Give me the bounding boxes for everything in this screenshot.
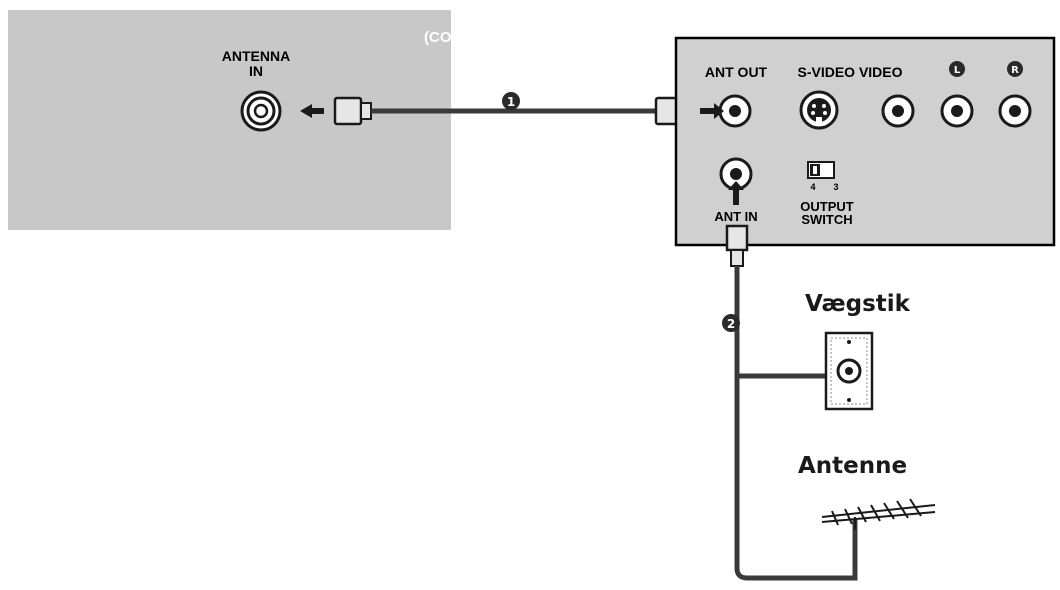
antenna-in-label-line1: ANTENNA <box>222 48 290 64</box>
vcr-panel-background <box>674 36 1056 247</box>
antenna-icon <box>821 498 936 530</box>
switch-channel-right: 3 <box>833 182 838 192</box>
step-2-badge: 2 <box>722 314 740 332</box>
tv-antenna-in-jack <box>240 90 282 132</box>
tv-corner-text: (CO <box>424 29 452 46</box>
wall-socket-jack <box>836 358 862 384</box>
antenna: Antenne <box>798 453 936 530</box>
svideo-jack <box>799 90 839 130</box>
antenna-label: Antenne <box>798 453 907 479</box>
arrow-left-icon <box>300 104 324 118</box>
antenna-cable-line <box>734 266 858 581</box>
coax-plug-tv-end <box>333 96 363 126</box>
cable-2: 2 <box>722 224 858 581</box>
arrow-right-icon <box>700 103 724 119</box>
output-switch-label-line2: SWITCH <box>801 212 852 227</box>
switch-channel-left: 4 <box>810 182 815 192</box>
tv-panel-background <box>8 10 451 230</box>
tv-panel: (CO ANTENNA IN <box>8 10 452 230</box>
wall-socket: Vægstik <box>805 291 911 411</box>
video-jack <box>881 94 915 128</box>
wall-socket-label: Vægstik <box>805 291 911 317</box>
output-switch-icon <box>807 161 835 179</box>
svg-text:R: R <box>1011 65 1019 76</box>
step-1-badge: 1 <box>502 92 520 110</box>
ant-out-jack <box>718 94 752 128</box>
coax-plug-ant-in <box>725 224 749 252</box>
left-audio-badge: L <box>949 61 965 77</box>
svg-text:2: 2 <box>727 317 735 331</box>
audio-right-jack <box>998 94 1032 128</box>
antenna-in-label-line2: IN <box>249 63 263 79</box>
svg-text:L: L <box>954 65 961 76</box>
arrow-up-icon <box>728 181 744 205</box>
ant-out-label: ANT OUT <box>705 64 768 80</box>
svideo-video-label: S-VIDEO VIDEO <box>797 64 902 80</box>
right-audio-badge: R <box>1007 61 1023 77</box>
audio-left-jack <box>940 94 974 128</box>
output-switch-label-line1: OUTPUT <box>800 199 854 214</box>
vcr-panel: ANT OUT S-VIDEO VIDEO L R <box>674 36 1056 247</box>
ant-in-label: ANT IN <box>714 209 757 224</box>
svg-text:1: 1 <box>507 95 515 109</box>
